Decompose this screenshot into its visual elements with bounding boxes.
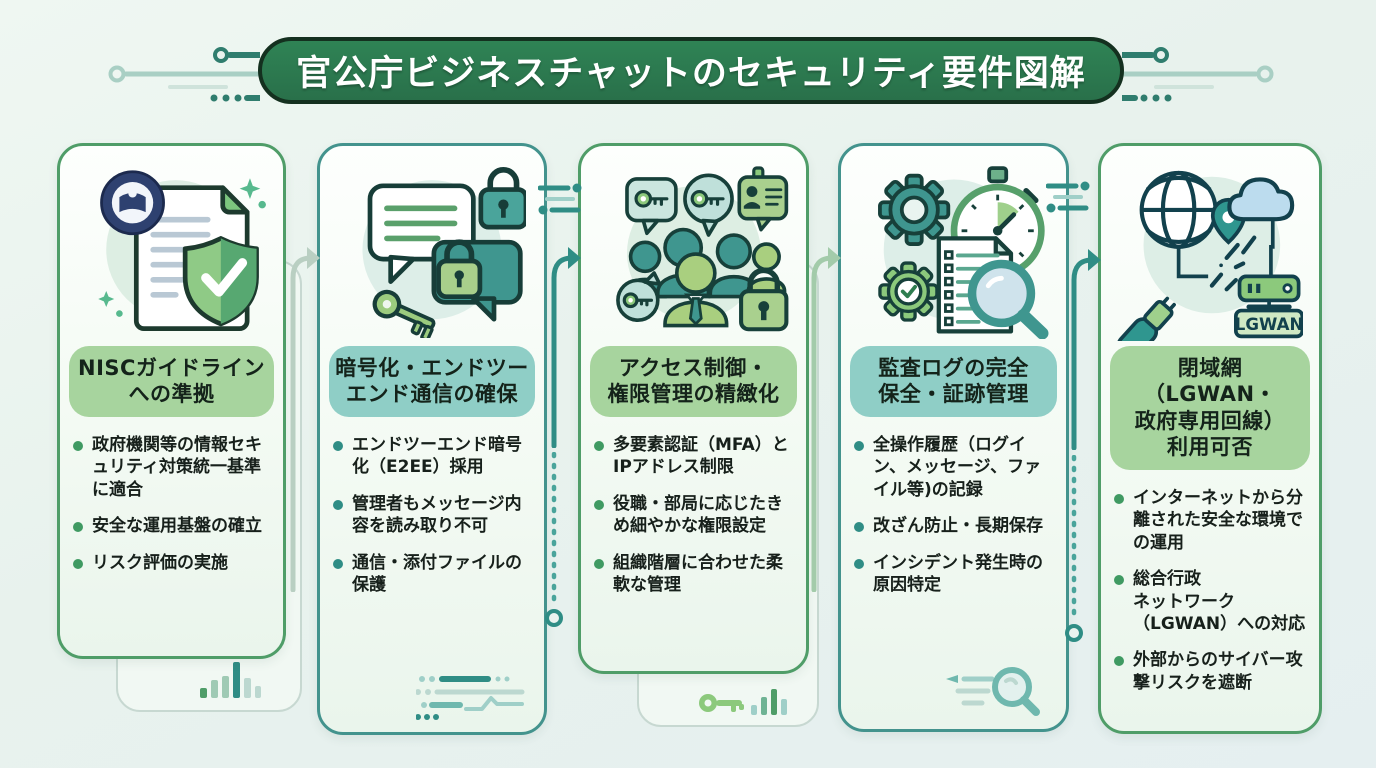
key-icon [372,289,436,338]
bullet-dot [594,440,604,451]
lgwan-server-icon: LGWAN [1234,274,1303,339]
bullet-dot [854,440,864,451]
flow-arrow-2 [551,247,581,448]
circuit-lines-right-icon [1122,47,1274,102]
dotted-connector-1 [545,452,563,627]
card-bullet-list: 全操作履歴（ログイン、メッセージ、ファイル等)の記録 改ざん防止・長期保存 イン… [841,434,1066,611]
bullet-dot [1114,575,1124,586]
bullet-item: 外部からのサイバー攻撃リスクを遮断 [1114,649,1308,694]
bullet-dot [854,558,864,569]
speed-lines-icon-2 [1046,181,1090,213]
bullet-item: 管理者もメッセージ内容を読み取り不可 [333,493,533,538]
disconnect-marks-icon [1209,235,1257,292]
padlock-teal-icon [478,167,526,230]
card-title: 暗号化・エンドツー エンド通信の確保 [329,346,535,417]
bullet-dot [333,558,343,569]
bullet-dot [594,558,604,569]
government-seal-icon [99,170,165,236]
key-bubble-icon [624,177,678,236]
card-bullet-list: エンドツーエンド暗号化（E2EE）採用 管理者もメッセージ内容を読み取り不可 通… [320,434,544,611]
card-title: NISCガイドライン への準拠 [69,346,274,417]
encrypted-chat-icon [362,167,526,338]
bullet-item: エンドツーエンド暗号化（E2EE）採用 [333,434,533,479]
audit-log-icon [877,166,1048,339]
bullet-item: インターネットから分離された安全な環境での運用 [1114,487,1308,554]
bullet-item: 通信・添付ファイルの保護 [333,552,533,597]
magnifier-icon [967,259,1048,339]
flow-arrow-3 [811,247,841,592]
page-title: 官公庁ビジネスチャットのセキュリティ要件図解 [258,37,1124,104]
card-audit-log: 監査ログの完全 保全・証跡管理 全操作履歴（ログイン、メッセージ、ファイル等)の… [838,143,1069,732]
bullet-item: リスク評価の実施 [73,552,272,574]
key-bars-decoration-icon [699,689,787,715]
bullet-item: 組織階層に合わせた柔軟な管理 [594,552,795,597]
bullet-dot [594,499,604,510]
id-badge-icon [736,166,788,232]
sparkle-icon [97,178,266,317]
card-title: 監査ログの完全 保全・証跡管理 [850,346,1057,417]
bullet-item: 安全な運用基盤の確立 [73,515,272,537]
bullet-dot [1114,656,1124,667]
card-icon-area [320,146,544,344]
card-icon-area [60,146,283,344]
key-bubble-round-icon [682,173,734,237]
bar-chart-decoration-icon [200,662,261,698]
circuit-lines-left-icon [108,47,260,102]
bullet-dot [1114,493,1124,504]
card-icon-area [581,146,806,344]
card-title: アクセス制御・ 権限管理の精緻化 [590,346,797,417]
bullet-item: 多要素認証（MFA）とIPアドレス制限 [594,434,795,479]
bullet-dot [73,440,83,451]
bullet-dot [333,499,343,510]
access-control-users-icon [615,166,788,332]
card-title: 閉域網（LGWAN・ 政府専用回線） 利用可否 [1110,346,1310,470]
card-access-control: アクセス制御・ 権限管理の精緻化 多要素認証（MFA）とIPアドレス制限 役職・… [578,143,809,674]
padlock-green-icon [436,239,483,300]
cloud-icon [1227,177,1295,222]
shield-check-icon [182,236,259,327]
nisc-document-shield-icon [97,170,266,331]
card-icon-area [841,146,1066,344]
magnifier-lines-decoration-icon [946,667,1040,716]
bullet-dot [333,440,343,451]
bullet-item: 政府機関等の情報セキュリティ対策統一基準に適合 [73,434,272,501]
bullet-item: 役職・部局に応じたきめ細やかな権限設定 [594,493,795,538]
closed-network-icon: LGWAN [1117,170,1303,341]
dotted-connector-2 [1065,455,1083,642]
bullet-item: インシデント発生時の原因特定 [854,552,1055,597]
lgwan-label: LGWAN [1235,315,1303,334]
bullet-dot [854,522,864,533]
flow-arrow-4 [1071,249,1101,450]
card-nisc-compliance: NISCガイドライン への準拠 政府機関等の情報セキュリティ対策統一基準に適合 … [57,143,286,659]
gear-icon [877,173,950,246]
key-bubble-small-icon [615,271,661,322]
bullet-item: 全操作履歴（ログイン、メッセージ、ファイル等)の記録 [854,434,1055,501]
network-line [1176,219,1275,279]
bullet-dot [73,522,83,533]
card-bullet-list: インターネットから分離された安全な環境での運用 総合行政 ネットワーク （LGW… [1101,487,1319,709]
speed-lines-icon-1 [538,183,582,215]
bullet-dot [73,558,83,569]
bullet-item: 改ざん防止・長期保存 [854,515,1055,537]
padlock-icon [738,267,788,332]
card-closed-network: LGWAN 閉域網（LGWAN・ 政府専用回線） 利用可否 インターネットから分… [1098,143,1322,734]
cable-plug-icon [1117,296,1176,341]
card-icon-area: LGWAN [1101,146,1319,344]
dots-lines-decoration-icon [416,676,525,720]
flow-arrow-1 [290,247,320,592]
card-bullet-list: 多要素認証（MFA）とIPアドレス制限 役職・部局に応じたきめ細やかな権限設定 … [581,434,806,611]
gear-check-icon [877,261,939,322]
card-e2e-encryption: 暗号化・エンドツー エンド通信の確保 エンドツーエンド暗号化（E2EE）採用 管… [317,143,547,735]
globe-icon [1139,170,1218,249]
bullet-item: 総合行政 ネットワーク （LGWAN）への対応 [1114,568,1308,635]
card-bullet-list: 政府機関等の情報セキュリティ対策統一基準に適合 安全な運用基盤の確立 リスク評価… [60,434,283,588]
